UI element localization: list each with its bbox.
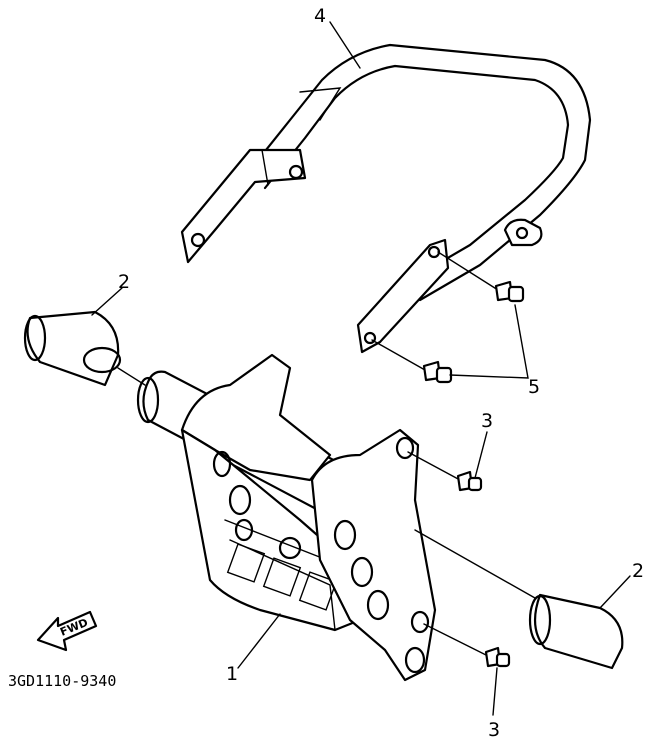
callout-2-right: 2 [632, 560, 644, 582]
part-2-end-cap-right [414, 529, 624, 670]
callout-3-upper: 3 [481, 410, 493, 432]
leader-lines [91, 21, 631, 716]
callout-4: 4 [314, 5, 326, 27]
part-3-screw-upper [407, 451, 483, 492]
part-1-bumper-bracket [136, 353, 437, 682]
callout-1: 1 [226, 663, 238, 685]
part-5-bolt-upper [437, 251, 525, 303]
fwd-direction-arrow: FWD [36, 610, 98, 652]
callout-5: 5 [528, 376, 540, 398]
part-5-bolt-lower [371, 339, 453, 384]
drawing-code: 3GD1110-9340 [8, 672, 116, 690]
part-4-grab-bar [180, 43, 592, 354]
callout-2-left: 2 [118, 271, 130, 293]
part-2-end-cap-left [23, 310, 146, 387]
callout-3-lower: 3 [488, 719, 500, 741]
part-3-screw-lower [423, 623, 511, 668]
